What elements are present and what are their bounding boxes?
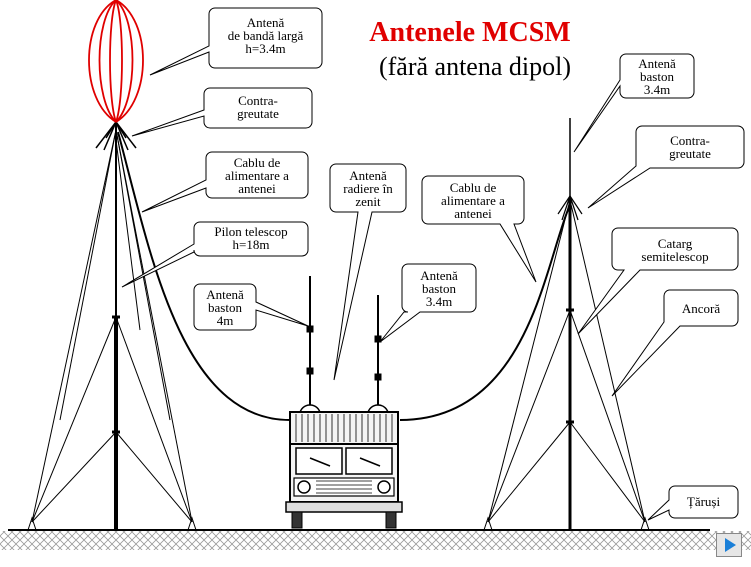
label-telescopic-mast: Pilon telescop h=18m xyxy=(214,224,288,252)
callout-whip-4m xyxy=(193,283,309,331)
label-whip-4m: Antenă baston 4m xyxy=(206,287,244,328)
callout-whip-34-mid xyxy=(379,263,477,343)
play-arrow-icon xyxy=(725,538,736,552)
callout-stakes xyxy=(647,485,739,521)
callout-broadband xyxy=(149,7,323,76)
label-feed-cable-left: Cablu de alimentare a antenei xyxy=(225,155,289,196)
label-broadband-antenna: Antenă de bandă largă h=3.4m xyxy=(227,15,304,56)
callout-feed-left xyxy=(141,151,309,213)
left-telescopic-mast xyxy=(27,121,197,531)
callout-whip-34-right xyxy=(573,53,695,153)
right-feed-cable xyxy=(399,204,571,421)
label-whip-34-mid: Antenă baston 3.4m xyxy=(420,268,458,309)
left-feed-cable xyxy=(117,131,291,421)
label-anchor: Ancoră xyxy=(681,301,721,316)
callout-catarg xyxy=(577,227,739,335)
callout-zenith xyxy=(329,163,407,381)
label-zenith-antenna: Antenă radiere în zenit xyxy=(343,168,393,209)
vehicle xyxy=(285,276,403,529)
callout-mast xyxy=(121,221,309,288)
broadband-antenna xyxy=(88,0,144,123)
label-counterpoise-right: Contra- greutate xyxy=(669,133,711,161)
label-whip-34-right: Antenă baston 3.4m xyxy=(638,56,676,97)
ground xyxy=(0,529,751,550)
label-stakes: Țăruși xyxy=(686,494,721,509)
diagram-subtitle: (fără antena dipol) xyxy=(378,52,571,81)
label-counterpoise-left: Contra- greutate xyxy=(237,93,279,121)
label-semitelescopic-mast: Catarg semitelescop xyxy=(641,236,709,264)
callouts xyxy=(121,7,745,521)
callout-counterpoise-left xyxy=(131,87,313,137)
right-semitelescopic-mast xyxy=(483,118,650,531)
next-slide-button[interactable] xyxy=(716,533,742,557)
callout-feed-right xyxy=(421,175,537,283)
label-feed-cable-right: Cablu de alimentare a antenei xyxy=(441,180,505,221)
callout-anchor xyxy=(611,289,739,397)
diagram-title: Antenele MCSM xyxy=(369,17,571,48)
callout-counterpoise-right xyxy=(587,125,745,209)
